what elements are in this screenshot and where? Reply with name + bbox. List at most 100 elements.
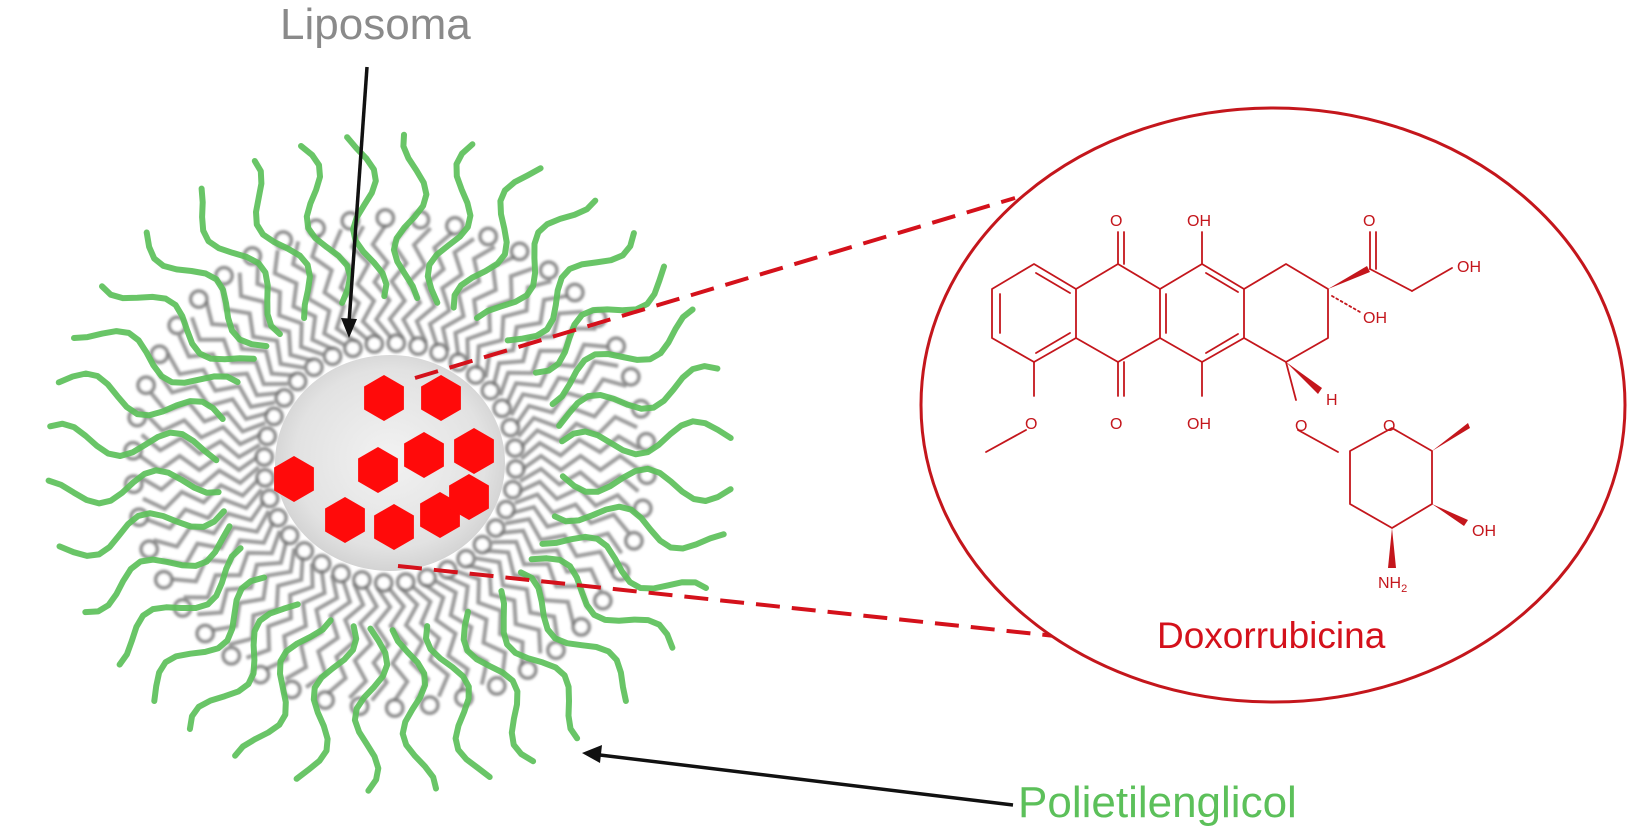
lipid-head — [274, 387, 295, 408]
peg-arrow — [599, 753, 1014, 807]
lipid-tail — [498, 528, 603, 592]
lipid-head — [444, 215, 465, 236]
lipid-head — [408, 336, 429, 356]
atom-labels: O OH O OH OH H O O OH O O OH NH2 — [1025, 213, 1496, 595]
lipid-tail — [309, 233, 358, 344]
lipid-tail — [237, 272, 315, 363]
lipid-tail — [140, 433, 261, 460]
atom-o-glyco: O — [1295, 418, 1307, 435]
peg-chain — [549, 306, 696, 408]
lipid-head — [257, 426, 278, 447]
peg-chain — [504, 230, 637, 344]
lipid-tail — [465, 563, 543, 654]
peg-chain — [424, 141, 476, 306]
lipid-tail — [142, 476, 262, 512]
doxorubicin-hexagon — [374, 504, 414, 550]
lipid-tail — [255, 260, 325, 357]
lipid-tail — [197, 539, 289, 617]
peg-chain — [71, 328, 241, 386]
lipid-head — [195, 623, 216, 644]
lipid-tail — [411, 584, 451, 698]
atom-o-ring: O — [1383, 418, 1395, 435]
lipid-tail — [513, 492, 631, 535]
peg-chain — [143, 229, 270, 350]
peg-chain — [390, 131, 430, 301]
lipid-head — [255, 467, 275, 488]
peg-chain — [460, 608, 537, 765]
lipid-head — [480, 380, 501, 401]
lipid-head — [538, 260, 559, 281]
peg-chain — [82, 523, 233, 616]
lipid-head — [500, 417, 521, 438]
lipid-head — [373, 572, 394, 593]
lipid-tail — [520, 433, 641, 461]
peg-chain — [450, 165, 544, 311]
atom-o-ome: O — [1025, 416, 1037, 433]
lipid-head — [221, 645, 242, 666]
lipid-head — [472, 534, 493, 555]
lipid-head — [287, 371, 308, 392]
lipid-tail — [475, 279, 552, 370]
lipid-tail — [455, 569, 525, 666]
peg-chain — [45, 467, 222, 507]
peg-chain — [55, 370, 226, 422]
lipid-tail — [387, 586, 410, 703]
lipid-tail — [272, 249, 335, 352]
lipid-head — [395, 572, 416, 593]
lipid-head — [364, 333, 385, 354]
lipid-head — [384, 698, 405, 718]
lipid-head — [322, 346, 343, 367]
lipid-head — [188, 289, 209, 310]
lipid-tail — [519, 466, 640, 493]
liposome-label: Liposoma — [280, 0, 471, 49]
peg-chain — [389, 627, 439, 792]
lipid-head — [254, 447, 275, 467]
peg-chains — [45, 131, 734, 794]
lipid-head — [136, 375, 157, 396]
peg-chain — [47, 420, 220, 464]
lipid-head — [465, 365, 486, 385]
lipid-tail — [211, 548, 297, 633]
peg-chain — [528, 555, 676, 651]
drug-molecules — [274, 375, 494, 550]
lipid-tail — [399, 586, 431, 701]
peg-chain — [556, 363, 721, 429]
zoom-ellipse — [919, 106, 1627, 704]
lipid-head — [620, 366, 641, 387]
doxorubicin-hexagon — [404, 432, 444, 478]
lipid-tail — [370, 586, 393, 702]
lipid-tail — [509, 359, 619, 417]
lipid-tail — [518, 414, 638, 450]
peg-chain — [498, 588, 581, 742]
lipid-head — [149, 344, 170, 365]
lipid-tail — [190, 316, 288, 387]
lipid-tail — [204, 300, 296, 378]
lipid-tail — [427, 237, 476, 347]
lipid-head — [386, 333, 407, 354]
lipid-head — [303, 357, 324, 378]
lipid-head — [517, 660, 538, 680]
doxorubicin-label: Doxorrubicina — [1157, 615, 1386, 656]
lipid-head — [429, 342, 449, 363]
peg-chain — [186, 601, 301, 732]
doxorubicin-hexagon — [454, 428, 494, 474]
peg-label: Polietilenglicol — [1018, 778, 1297, 827]
lipid-head — [153, 569, 174, 590]
liposome-arrow — [347, 66, 369, 324]
lipid-head — [564, 282, 585, 303]
peg-chain — [99, 283, 257, 363]
peg-chain — [251, 158, 313, 321]
lipid-tail — [153, 499, 267, 549]
lipid-head — [492, 398, 513, 419]
atom-o-ketone: O — [1363, 213, 1375, 230]
lipid-head — [279, 525, 300, 546]
atom-oh-sugar: OH — [1472, 523, 1496, 540]
peg-chain — [517, 569, 629, 704]
lipid-tail — [166, 352, 276, 410]
peg-chain — [298, 143, 354, 306]
lipid-head — [375, 208, 396, 228]
peg-chain — [423, 623, 493, 780]
lipid-head — [259, 488, 280, 509]
atom-oh-top: OH — [1187, 213, 1211, 230]
arrows — [341, 66, 1014, 807]
